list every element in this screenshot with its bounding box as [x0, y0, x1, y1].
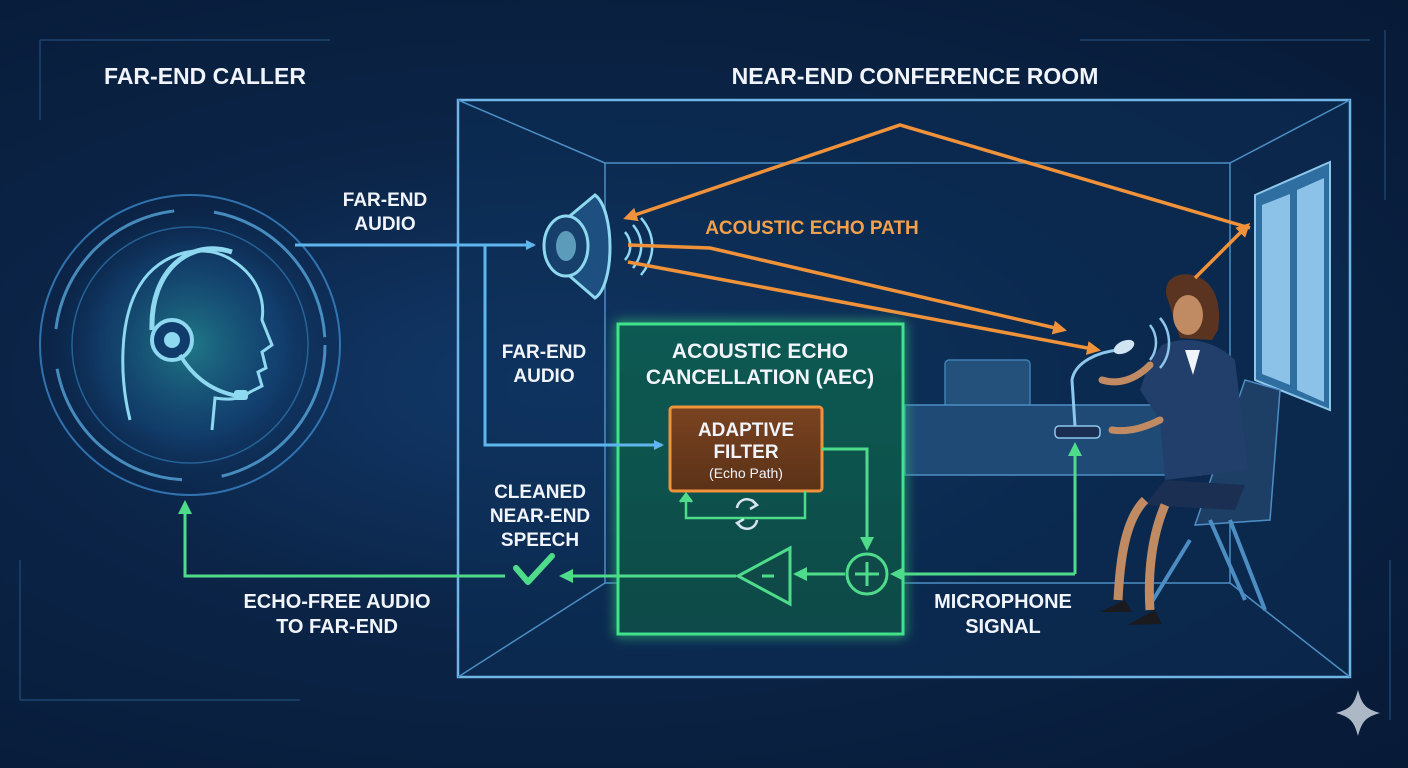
acoustic-echo-path-label: ACOUSTIC ECHO PATH: [705, 218, 919, 239]
cleaned-speech-line3: SPEECH: [501, 530, 579, 551]
acoustic-echo-paths: [623, 123, 1251, 355]
cleaned-speech-line1: CLEANED: [494, 482, 586, 503]
microphone-icon: [1054, 317, 1171, 439]
far-end-audio-top-line1: FAR-END: [343, 190, 427, 211]
sparkle-icon: [1336, 690, 1380, 736]
far-end-audio-path: [295, 240, 664, 450]
echo-free-line1: ECHO-FREE AUDIO: [243, 591, 430, 613]
near-end-title: NEAR-END CONFERENCE ROOM: [732, 63, 1099, 89]
decor-frame: [19, 30, 1391, 720]
checkmark-icon: [513, 553, 555, 585]
subtract-amplifier: [734, 545, 792, 607]
far-end-audio-top-line2: AUDIO: [354, 214, 415, 235]
aec-title-line2: CANCELLATION (AEC): [646, 366, 874, 389]
adaptive-filter-line2: FILTER: [713, 442, 778, 463]
far-end-audio-mid-line2: AUDIO: [513, 366, 574, 387]
aec-title-line1: ACOUSTIC ECHO: [672, 340, 848, 363]
near-end-speaker-person: [1098, 274, 1281, 625]
microphone-signal-line2: SIGNAL: [965, 616, 1041, 638]
cleaned-speech-line2: NEAR-END: [490, 506, 590, 527]
speaker-icon: [542, 193, 654, 300]
far-end-title: FAR-END CALLER: [104, 63, 306, 89]
far-end-audio-mid-line1: FAR-END: [502, 342, 586, 363]
headset-person-icon: [39, 194, 341, 496]
adaptive-filter-line1: ADAPTIVE: [698, 420, 794, 441]
echo-cancel-paths: [178, 442, 1082, 583]
refresh-icon: [734, 498, 760, 530]
microphone-signal-line1: MICROPHONE: [934, 591, 1072, 613]
summing-junction: [845, 552, 889, 596]
conference-table: [904, 359, 1201, 476]
echo-free-line2: TO FAR-END: [276, 616, 398, 638]
window: [1254, 160, 1331, 412]
adaptive-filter-sub: (Echo Path): [709, 465, 783, 481]
adaptation-loop: [679, 491, 807, 520]
